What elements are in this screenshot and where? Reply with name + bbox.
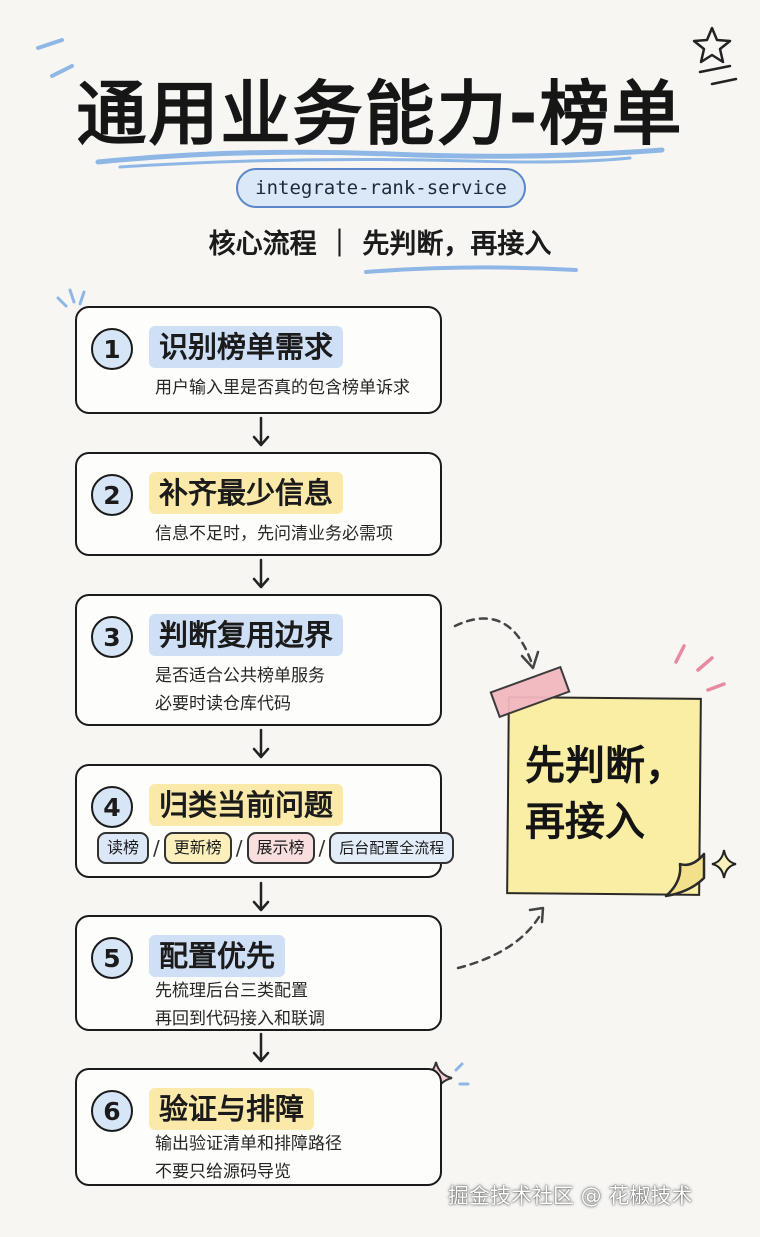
step-line: 必要时读仓库代码 <box>155 694 291 714</box>
step-line: 先梳理后台三类配置 <box>155 981 308 1001</box>
step-card-6: 6 验证与排障 输出验证清单和排障路径 不要只给源码导览 <box>75 1068 442 1186</box>
title-underline <box>95 147 665 169</box>
service-name-badge: integrate-rank-service <box>236 168 526 208</box>
step-card-1: 1 识别榜单需求 用户输入里是否真的包含榜单诉求 <box>75 306 442 414</box>
step-description: 先梳理后台三类配置 再回到代码接入和联调 <box>155 977 325 1033</box>
sticky-line: 再接入 <box>525 799 645 845</box>
tag-separator: / <box>318 836 326 860</box>
step-description: 是否适合公共榜单服务 必要时读仓库代码 <box>155 662 325 718</box>
sticky-note-text: 先判断， 再接入 <box>525 738 705 850</box>
step-card-2: 2 补齐最少信息 信息不足时，先问清业务必需项 <box>75 452 442 556</box>
step-description: 信息不足时，先问清业务必需项 <box>155 520 393 548</box>
step-title: 识别榜单需求 <box>149 326 344 368</box>
step-number: 4 <box>91 786 133 828</box>
step-title: 验证与排障 <box>149 1088 315 1130</box>
step-number: 1 <box>91 328 133 370</box>
step-card-3: 3 判断复用边界 是否适合公共榜单服务 必要时读仓库代码 <box>75 594 442 726</box>
step-title: 补齐最少信息 <box>149 472 344 514</box>
problem-category-tags: 读榜 / 更新榜 / 展示榜 / 后台配置全流程 <box>97 832 455 864</box>
subtitle-underline <box>364 265 578 274</box>
tag-admin-config-flow: 后台配置全流程 <box>329 832 455 864</box>
page-title: 通用业务能力-榜单 <box>76 73 684 155</box>
step-line: 用户输入里是否真的包含榜单诉求 <box>155 378 410 398</box>
step-line: 不要只给源码导览 <box>155 1162 291 1182</box>
step-card-4: 4 归类当前问题 读榜 / 更新榜 / 展示榜 / 后台配置全流程 <box>75 764 455 878</box>
step-number: 6 <box>91 1090 133 1132</box>
sticky-line: 先判断， <box>525 743 685 789</box>
step-number: 3 <box>91 616 133 658</box>
tag-read-rank: 读榜 <box>97 832 150 864</box>
step-line: 是否适合公共榜单服务 <box>155 666 325 686</box>
step-number: 5 <box>91 937 133 979</box>
watermark: 掘金技术社区 @ 花椒技术 <box>448 1184 693 1208</box>
subtitle: 核心流程 ｜ 先判断，再接入 <box>208 229 552 260</box>
step-line: 再回到代码接入和联调 <box>155 1009 325 1029</box>
step-number: 2 <box>91 474 133 516</box>
step-description: 用户输入里是否真的包含榜单诉求 <box>155 374 410 402</box>
tag-update-rank: 更新榜 <box>163 832 232 864</box>
step-title: 归类当前问题 <box>149 784 344 826</box>
tag-separator: / <box>153 836 160 860</box>
sticky-note-curl <box>664 852 706 898</box>
step-line: 输出验证清单和排障路径 <box>155 1134 342 1154</box>
step-description: 输出验证清单和排障路径 不要只给源码导览 <box>155 1130 342 1186</box>
step-title: 配置优先 <box>149 935 286 977</box>
step-line: 信息不足时，先问清业务必需项 <box>155 524 393 544</box>
step-card-5: 5 配置优先 先梳理后台三类配置 再回到代码接入和联调 <box>75 915 442 1031</box>
tag-separator: / <box>235 836 243 860</box>
step-title: 判断复用边界 <box>149 614 344 656</box>
tag-display-rank: 展示榜 <box>246 832 315 864</box>
